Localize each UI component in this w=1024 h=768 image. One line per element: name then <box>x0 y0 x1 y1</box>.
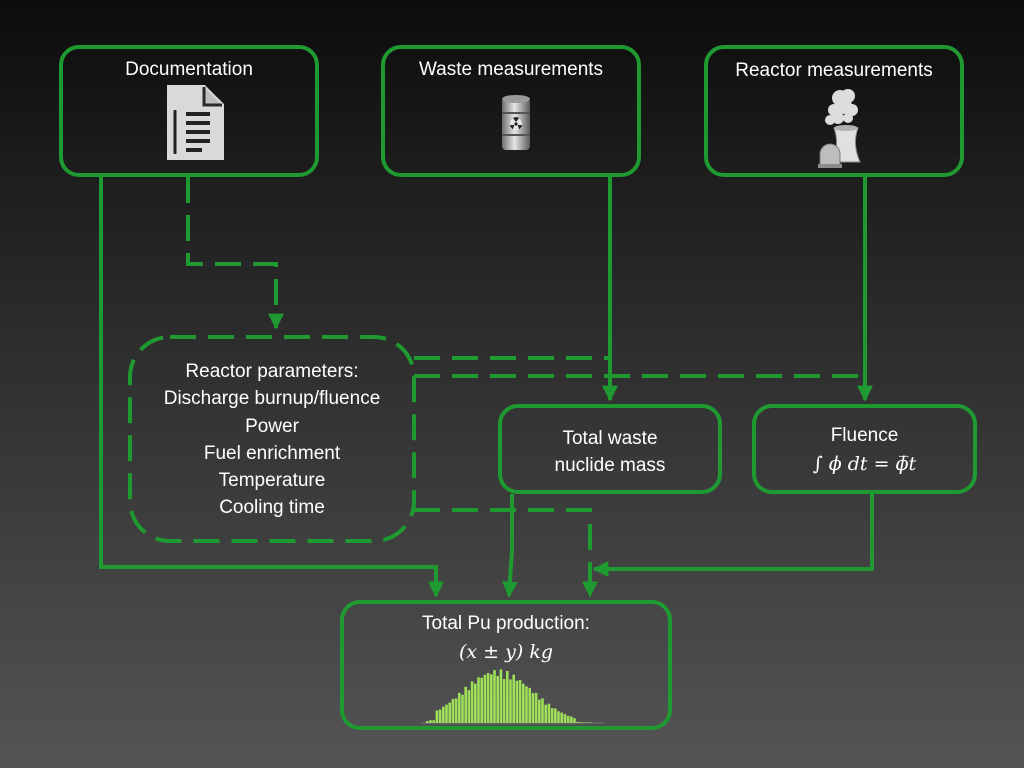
histogram-bar <box>525 686 528 723</box>
histogram-bar <box>541 698 544 723</box>
histogram-bar <box>438 709 442 723</box>
reactor-parameters-heading: Reactor parameters: <box>185 361 359 382</box>
histogram-bar <box>557 711 560 723</box>
histogram-bar <box>506 670 509 723</box>
histogram-bar <box>429 720 432 723</box>
fluence-to-result-connector <box>592 494 874 577</box>
histogram-bar <box>474 683 477 723</box>
histogram-bar <box>566 715 570 723</box>
total-pu-production-title: Total Pu production: <box>422 613 590 634</box>
waste-measurements-box: Waste measurements <box>381 45 641 177</box>
histogram-bar <box>563 714 567 723</box>
histogram-bar <box>458 692 461 723</box>
histogram-bar <box>445 704 448 723</box>
histogram-bar <box>451 698 455 723</box>
histogram-bar <box>470 681 474 723</box>
params-to-result-connector <box>414 508 598 598</box>
histogram-bar <box>442 706 445 723</box>
histogram-bar <box>538 699 541 723</box>
histogram-bar <box>454 698 458 723</box>
histogram-bar <box>550 708 554 723</box>
doc-to-params-connector <box>186 177 284 330</box>
histogram-bar <box>582 722 586 723</box>
histogram-bar <box>496 675 499 723</box>
histogram-bar <box>573 718 576 723</box>
histogram-bar <box>480 677 483 723</box>
histogram-bar <box>579 722 583 723</box>
waste-measurements-title: Waste measurements <box>418 59 604 80</box>
doc-to-result-connector <box>99 177 444 598</box>
parameter-discharge-burnup: Discharge burnup/fluence <box>163 388 381 410</box>
total-pu-formula: (𝑥 ± 𝑦) 𝑘𝑔 <box>459 641 553 663</box>
documentation-title: Documentation <box>125 59 253 80</box>
reactor-measurements-box: Reactor measurements <box>704 45 964 177</box>
reactor-parameters-outline <box>128 335 416 543</box>
histogram-bar <box>499 669 503 723</box>
histogram-icon <box>422 669 604 724</box>
histogram-bar <box>493 670 496 723</box>
histogram-bar <box>554 708 557 723</box>
histogram-bar <box>544 704 547 723</box>
histogram-bar <box>534 692 538 723</box>
total-pu-production-box: Total Pu production: (𝑥 ± 𝑦) 𝑘𝑔 <box>340 600 672 730</box>
document-icon <box>167 85 224 160</box>
histogram-bar <box>464 686 467 723</box>
histogram-bar <box>448 702 451 723</box>
fluence-box: Fluence ∫ ϕ 𝑑𝑡 = ϕ̅𝑡 <box>752 404 977 494</box>
cooling-tower-icon <box>818 89 861 168</box>
histogram-bar <box>570 716 573 723</box>
mass-to-result-connector <box>501 494 518 598</box>
total-waste-text: Total waste nuclide mass <box>502 425 718 480</box>
total-waste-box: Total waste nuclide mass <box>498 404 722 494</box>
histogram-bar <box>515 680 519 723</box>
histogram-bar <box>467 690 471 723</box>
parameter-temperature: Temperature <box>218 470 326 492</box>
histogram-bar <box>560 712 563 723</box>
histogram-bar <box>502 679 506 723</box>
histogram-bar <box>435 710 439 723</box>
total-waste-line-1: Total waste <box>562 428 658 449</box>
histogram-bar <box>531 693 535 723</box>
histogram-bar <box>547 703 551 723</box>
histogram-bar <box>426 721 429 723</box>
total-waste-line-2: nuclide mass <box>554 455 666 477</box>
histogram-bar <box>461 694 464 723</box>
parameter-fuel-enrichment: Fuel enrichment <box>203 442 341 464</box>
documentation-box: Documentation <box>59 45 319 177</box>
parameter-power: Power <box>245 415 299 437</box>
waste-barrel-icon <box>502 95 530 150</box>
histogram-bar <box>432 720 435 723</box>
fluence-title: Fluence <box>830 425 899 446</box>
fluence-formula: ∫ ϕ 𝑑𝑡 = ϕ̅𝑡 <box>812 453 917 475</box>
histogram-bar <box>528 687 531 723</box>
histogram-bar <box>486 673 490 723</box>
histogram-bar <box>576 721 579 723</box>
histogram-bar <box>483 674 487 723</box>
histogram-bar <box>477 677 480 723</box>
parameter-cooling-time: Cooling time <box>219 497 325 519</box>
histogram-bar <box>518 680 522 723</box>
reactor-parameters-box: Reactor parameters: Discharge burnup/flu… <box>130 337 414 541</box>
histogram-bar <box>490 674 493 723</box>
reactor-parameters-text: Reactor parameters: Discharge burnup/flu… <box>130 358 414 522</box>
reactor-measurements-title: Reactor measurements <box>735 60 933 81</box>
histogram-bar <box>522 683 525 723</box>
histogram-bar <box>512 674 515 723</box>
histogram-bar <box>509 679 512 723</box>
